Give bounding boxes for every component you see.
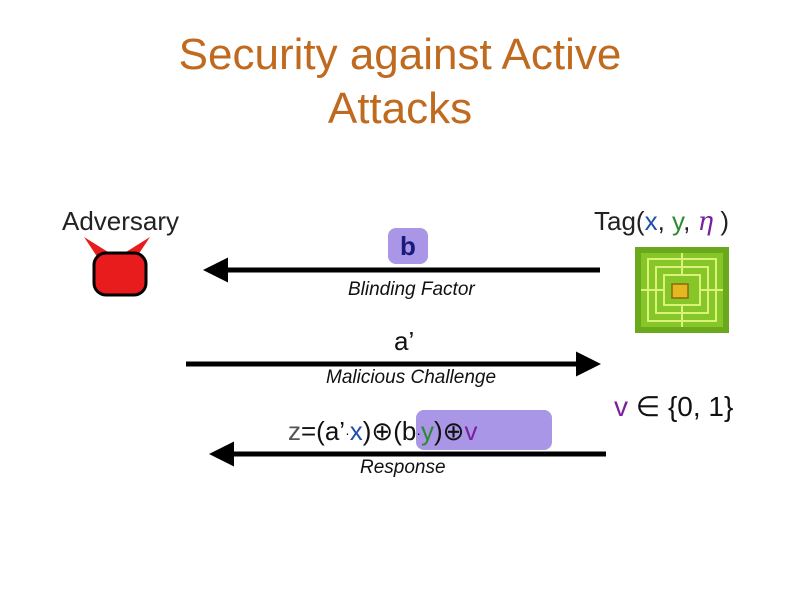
formula-eq-open: =(a’: [301, 416, 346, 446]
formula-close-xor: )⊕: [362, 416, 394, 446]
tag-eta: η: [697, 207, 714, 237]
tag-suffix: ): [713, 206, 730, 236]
blinding-b: b: [400, 231, 416, 261]
tag-sep2: ,: [683, 206, 698, 236]
b-highlight: [388, 228, 428, 264]
devil-icon: [84, 237, 150, 297]
formula-highlight: [416, 410, 552, 450]
title-line-2: Attacks: [327, 84, 473, 133]
tag-y: y: [672, 206, 684, 236]
malicious-challenge-caption: Malicious Challenge: [326, 367, 497, 388]
response-caption: Response: [360, 457, 446, 478]
tag-label: Tag(x, y, η ): [594, 206, 729, 237]
tag-sep1: ,: [657, 206, 673, 236]
formula-x: x: [349, 416, 363, 446]
formula-z: z: [288, 416, 301, 446]
title-line-1: Security against Active: [178, 30, 622, 79]
formula-open-b: (b: [393, 416, 417, 446]
noise-set-rest: ∈ {0, 1}: [628, 391, 734, 422]
a-prime-label: a’: [394, 326, 415, 356]
response-formula: z=(a’·x)⊕(b·y)⊕v: [288, 416, 477, 447]
formula-v: v: [464, 416, 478, 446]
formula-dot-2: ·: [416, 425, 421, 442]
formula-close: ): [434, 416, 443, 446]
blinding-factor-caption: Blinding Factor: [348, 279, 475, 300]
tag-x: x: [644, 206, 658, 236]
formula-dot-1: ·: [345, 425, 350, 442]
noise-v: v: [614, 391, 628, 422]
noise-set: v ∈ {0, 1}: [614, 390, 733, 423]
formula-xor-2: ⊕: [442, 416, 465, 446]
tag-prefix: Tag(: [594, 206, 645, 236]
chip-icon: [635, 247, 729, 333]
formula-y: y: [421, 416, 434, 446]
adversary-label: Adversary: [62, 206, 180, 236]
slide-title: Security against Active Attacks: [0, 28, 800, 136]
